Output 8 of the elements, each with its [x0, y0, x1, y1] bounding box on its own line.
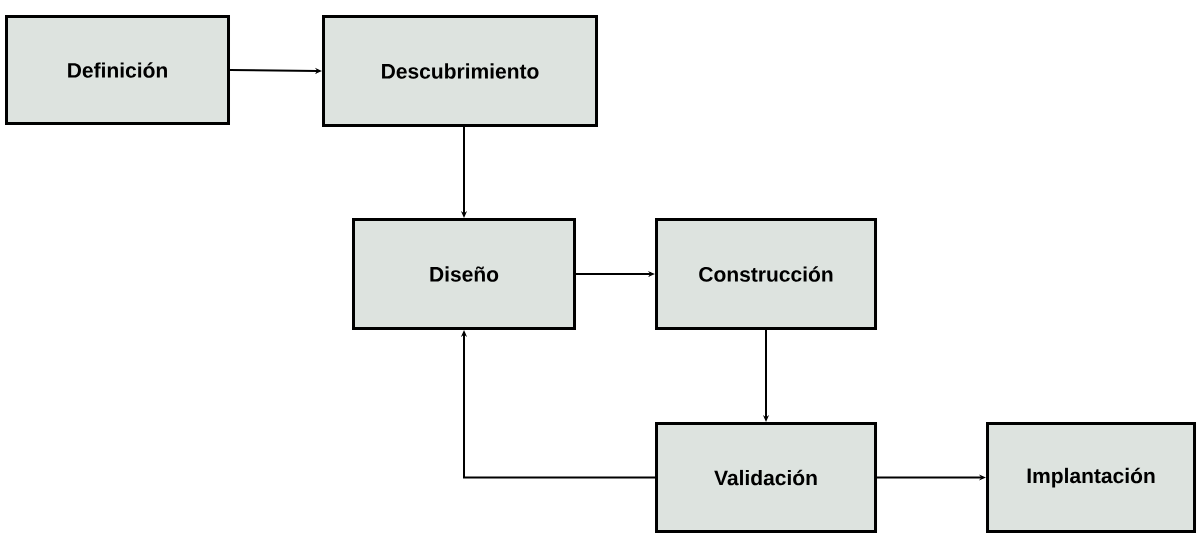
process-box: Descubrimiento: [322, 15, 598, 127]
process-box: Diseño: [352, 218, 576, 330]
process-box: Implantación: [986, 422, 1196, 533]
arrow: [229, 67, 322, 74]
process-box: Construcción: [655, 218, 877, 330]
process-box: Definición: [5, 15, 230, 125]
arrow: [460, 330, 656, 479]
process-box: Validación: [655, 422, 877, 533]
